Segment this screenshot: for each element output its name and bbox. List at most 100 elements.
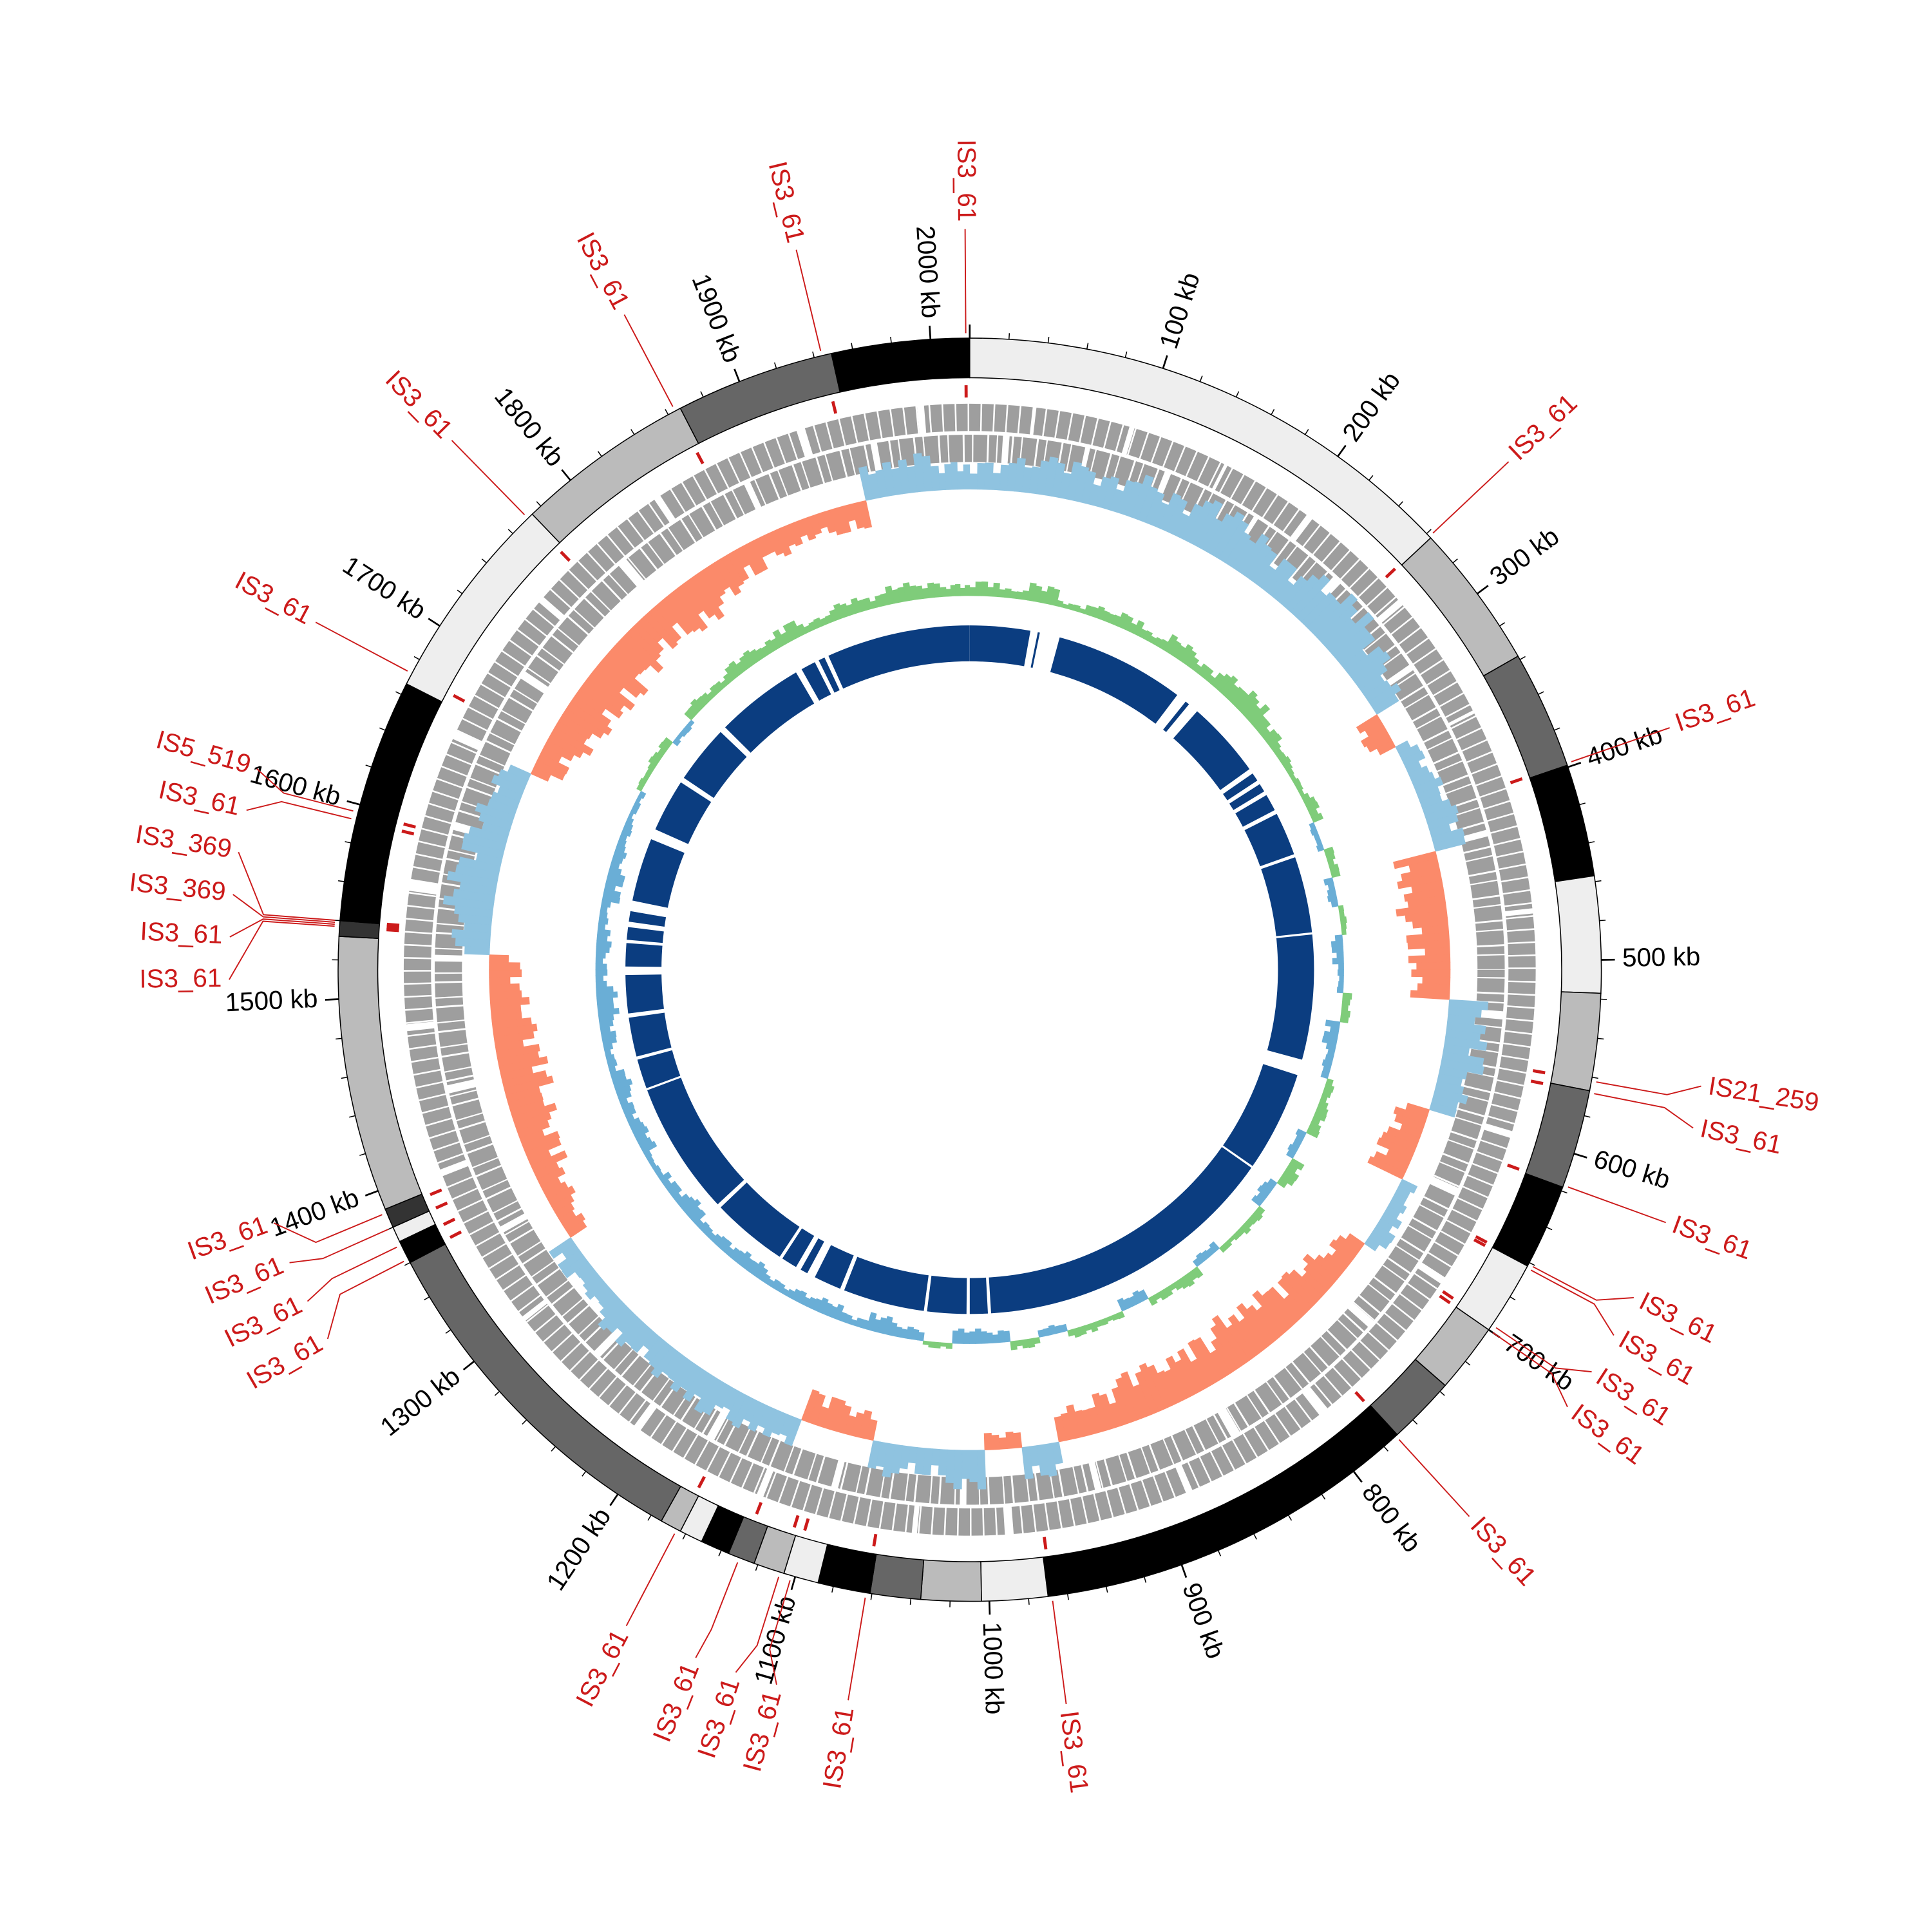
gene-gap [499,1213,529,1233]
skew-bar [976,462,986,490]
skew-bar [1376,1137,1415,1159]
skew-bar [976,1450,987,1490]
gene-gap [1428,1176,1460,1197]
skew-bar [714,558,742,596]
skew-bar [601,654,649,696]
gc-bar [1338,905,1345,913]
major-tick [988,1601,991,1615]
minor-tick [1464,1361,1471,1366]
skew-bar [1408,954,1451,963]
is-leader-line [232,894,336,923]
is-leader-line [1596,1081,1701,1095]
is-label: IS3_61 [737,1687,787,1775]
gc-bar [1341,928,1347,936]
gene-gap [1088,1461,1102,1492]
minor-tick [1368,475,1374,481]
gc-bar [806,1296,817,1309]
skew-bar [984,462,994,490]
minor-tick [1588,841,1595,844]
gene-gap [1482,1122,1513,1139]
skew-bar [930,466,940,491]
is-leader-line [848,1597,866,1701]
skew-bar [1376,740,1396,755]
gc-bar [621,828,632,837]
minor-tick [1124,351,1128,358]
core-gap [625,1009,667,1018]
gc-bar [625,817,634,826]
gc-bar [958,1328,965,1344]
gc-bar [598,1007,620,1017]
gc-bar [1327,894,1338,902]
gene-gap [706,1410,728,1441]
is-label: IS3_61 [1698,1113,1785,1159]
gc-bar [1010,1340,1018,1350]
gc-bar [950,585,956,597]
is-marker [1354,1391,1365,1403]
skew-bar [1115,1377,1139,1423]
contig-segment [1524,1083,1591,1188]
core-gap [813,658,836,697]
gene-gap [911,1504,920,1535]
gc-bar [1295,1128,1307,1139]
gc-bar [690,1209,706,1224]
gc-bar [981,581,989,597]
gene-gap [446,1079,477,1094]
skew-bar [837,506,851,534]
minor-tick [507,529,513,535]
gc-bar [998,1330,1005,1343]
gc-bar [1337,969,1344,976]
gene-gap [408,880,439,895]
is-marker [560,551,571,562]
contig-segment [1529,764,1595,882]
skew-bar [746,540,768,573]
gene-gap [439,1159,469,1177]
skew-bar [570,695,612,727]
skew-bar [578,683,623,719]
gc-bar [940,1342,947,1347]
gc-bar [605,1054,616,1063]
skew-bar [1360,726,1389,748]
tick-label: 500 kb [1622,942,1701,972]
skew-bar [801,516,817,541]
is-label: IS3_61 [139,963,222,994]
skew-bar [822,1396,840,1430]
skew-bar [992,473,1001,491]
is-label: IS3_369 [128,867,227,906]
minor-tick [1105,1586,1108,1593]
gc-bar [598,917,609,925]
gc-bar [596,946,610,954]
gc-bar [877,1317,887,1334]
skew-bar [1281,1271,1318,1307]
skew-bar [1211,1314,1251,1365]
skew-bar [1393,1106,1428,1124]
minor-tick [1412,1419,1418,1425]
gene-gap [1211,463,1228,491]
minor-tick [1235,391,1240,397]
is-label: IS3_61 [647,1658,705,1746]
gc-bar [687,719,695,728]
is-marker [872,1533,878,1547]
skew-bar [491,1017,532,1030]
gc-bar [737,1251,752,1267]
core-gap [623,966,664,976]
minor-tick [718,1550,722,1557]
gc-bar [1043,1327,1051,1337]
gene-gap [1289,514,1313,542]
skew-bar [950,462,958,490]
minor-tick [773,362,777,369]
gc-bar [1067,1329,1075,1337]
gc-bar [1342,992,1352,1000]
is-marker [449,1230,462,1239]
gc-bar [933,583,942,598]
gene-gap [1175,1464,1193,1494]
core-gap [1154,693,1188,732]
gc-bar [855,1317,864,1328]
skew-bar [969,473,978,490]
gc-bar [595,980,607,988]
minor-tick [1538,691,1544,695]
minor-tick [1304,429,1309,435]
minor-tick [812,351,815,358]
skew-bar [1252,1290,1291,1333]
is-leader-line [256,768,354,812]
core-gap [1273,932,1315,939]
